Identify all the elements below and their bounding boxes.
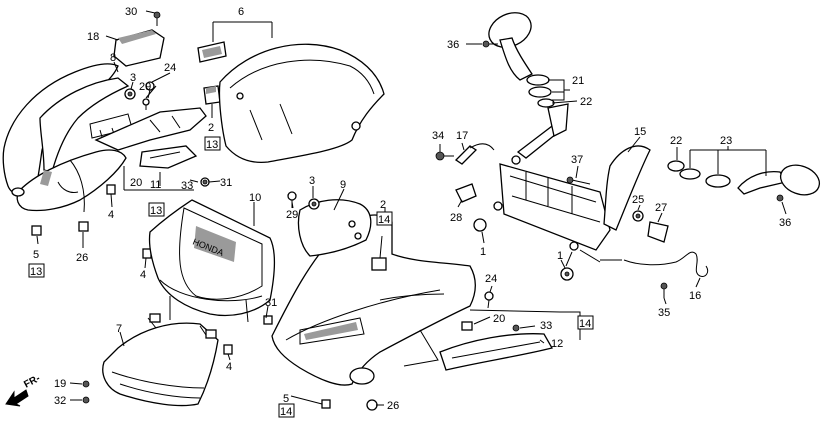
callout-32: 32 [54,395,66,407]
callout-28: 28 [450,212,462,224]
callout-2: 2 [208,122,214,134]
under-cover-part [102,313,219,407]
callout-5: 5 [33,249,39,261]
callout-4: 4 [140,269,146,281]
callout-10: 10 [249,192,261,204]
callout-34: 34 [432,130,444,142]
side-cowl-part [271,199,476,386]
callout-36: 36 [447,39,459,51]
callout-21: 21 [572,75,584,87]
clip-part [203,85,221,105]
callout-36: 36 [779,217,791,229]
callout-6: 6 [238,6,244,18]
callout-4: 4 [108,209,114,221]
callout-23: 23 [720,135,732,147]
callout-24: 24 [485,273,497,285]
harness-parts [600,210,709,298]
callout-17: 17 [456,130,468,142]
stay-fasteners [435,143,591,281]
windscreen-part [197,21,385,164]
fasteners-lower-right [82,291,520,411]
cowl-stay-part [493,103,651,267]
callout-5: 5 [283,393,289,405]
callout-29: 29 [286,209,298,221]
callout-33: 33 [181,180,193,192]
inner-panel-part [94,107,207,169]
leader-lines [36,10,787,406]
callout-26: 26 [76,252,88,264]
callout-box-14 [376,211,393,226]
callout-19: 19 [54,378,66,390]
callout-13: 13 [206,139,218,151]
lower-trim-part [439,333,553,371]
fasteners-upper-left [124,81,155,110]
callout-22: 22 [670,135,682,147]
callout-box-13 [204,136,221,151]
callout-4: 4 [226,361,232,373]
callout-25: 25 [632,194,644,206]
callout-20: 20 [130,177,142,189]
callout-31: 31 [220,177,232,189]
front-direction-arrow [5,389,29,407]
callout-labels: 30 6 18 8 3 24 29 2 13 20 11 33 31 4 13 … [22,6,791,418]
callout-14: 14 [280,406,292,418]
callout-box-13 [28,263,45,278]
callout-20: 20 [493,313,505,325]
callout-2: 2 [380,199,386,211]
callout-11: 11 [150,179,161,191]
callout-3: 3 [130,72,136,84]
meter-panel-part: HONDA [148,199,276,323]
left-mirror-part [482,12,555,108]
bracket-part [113,11,165,67]
callout-24: 24 [164,62,176,74]
callout-12: 12 [551,338,563,350]
callout-22: 22 [580,96,592,108]
callout-29: 29 [139,81,151,93]
callout-1: 1 [480,246,486,258]
callout-33: 33 [540,320,552,332]
callout-box-14 [278,403,295,418]
callout-14: 14 [378,214,390,226]
right-mirror-part [667,160,821,202]
callout-8: 8 [110,52,116,64]
callout-26: 26 [387,400,399,412]
callout-14: 14 [579,318,591,330]
callout-1: 1 [557,250,563,262]
callout-31: 31 [265,297,277,309]
callout-box-13 [148,202,165,217]
callout-27: 27 [655,202,667,214]
callout-13: 13 [30,266,42,278]
callout-3: 3 [309,175,315,187]
callout-15: 15 [634,126,646,138]
callout-7: 7 [116,323,122,335]
callout-box-14 [577,315,594,330]
callout-9: 9 [340,179,346,191]
callout-16: 16 [689,290,701,302]
front-direction-label: FR- [22,373,42,391]
callout-30: 30 [125,6,137,18]
callout-13: 13 [150,205,162,217]
callout-18: 18 [87,31,99,43]
callout-37: 37 [571,154,583,166]
callout-35: 35 [658,307,670,319]
